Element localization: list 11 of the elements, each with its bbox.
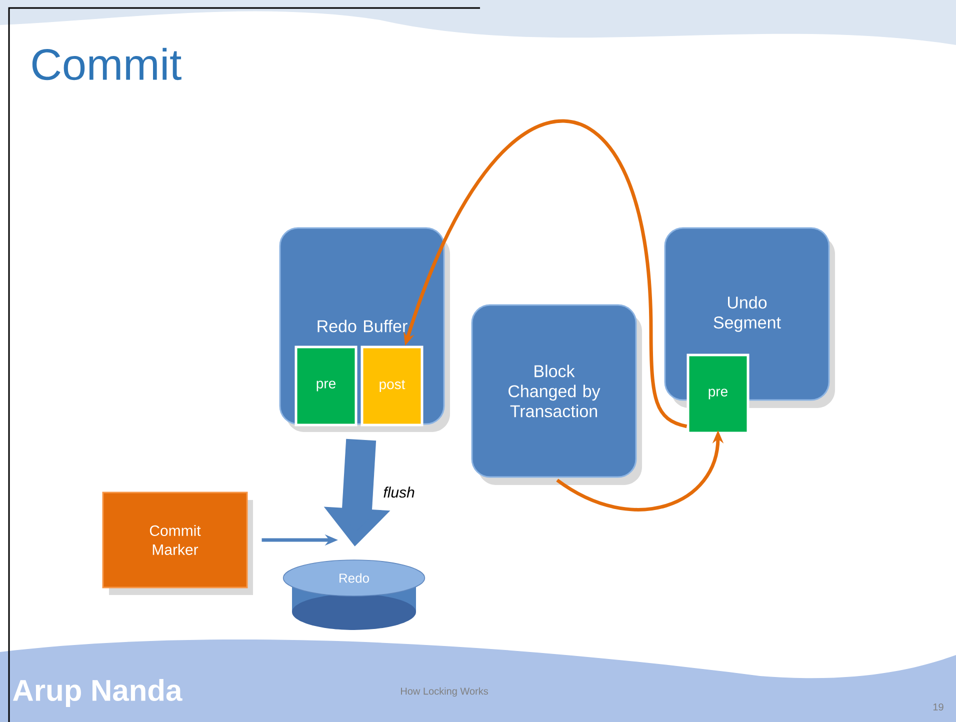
- author-name: Arup Nanda: [12, 679, 182, 707]
- process-box: Block Changed by Transaction: [471, 304, 642, 485]
- footer-text: How Locking Works: [401, 687, 488, 697]
- record-box: post: [360, 346, 424, 426]
- record-box: pre: [686, 354, 750, 434]
- database-cylinder: Redo: [282, 560, 426, 630]
- title: Commit: [32, 48, 182, 80]
- page-number: 19: [933, 703, 944, 711]
- record-box: pre: [294, 346, 358, 426]
- edge-label: flush: [384, 486, 414, 498]
- marker-box: Commit Marker: [102, 492, 253, 595]
